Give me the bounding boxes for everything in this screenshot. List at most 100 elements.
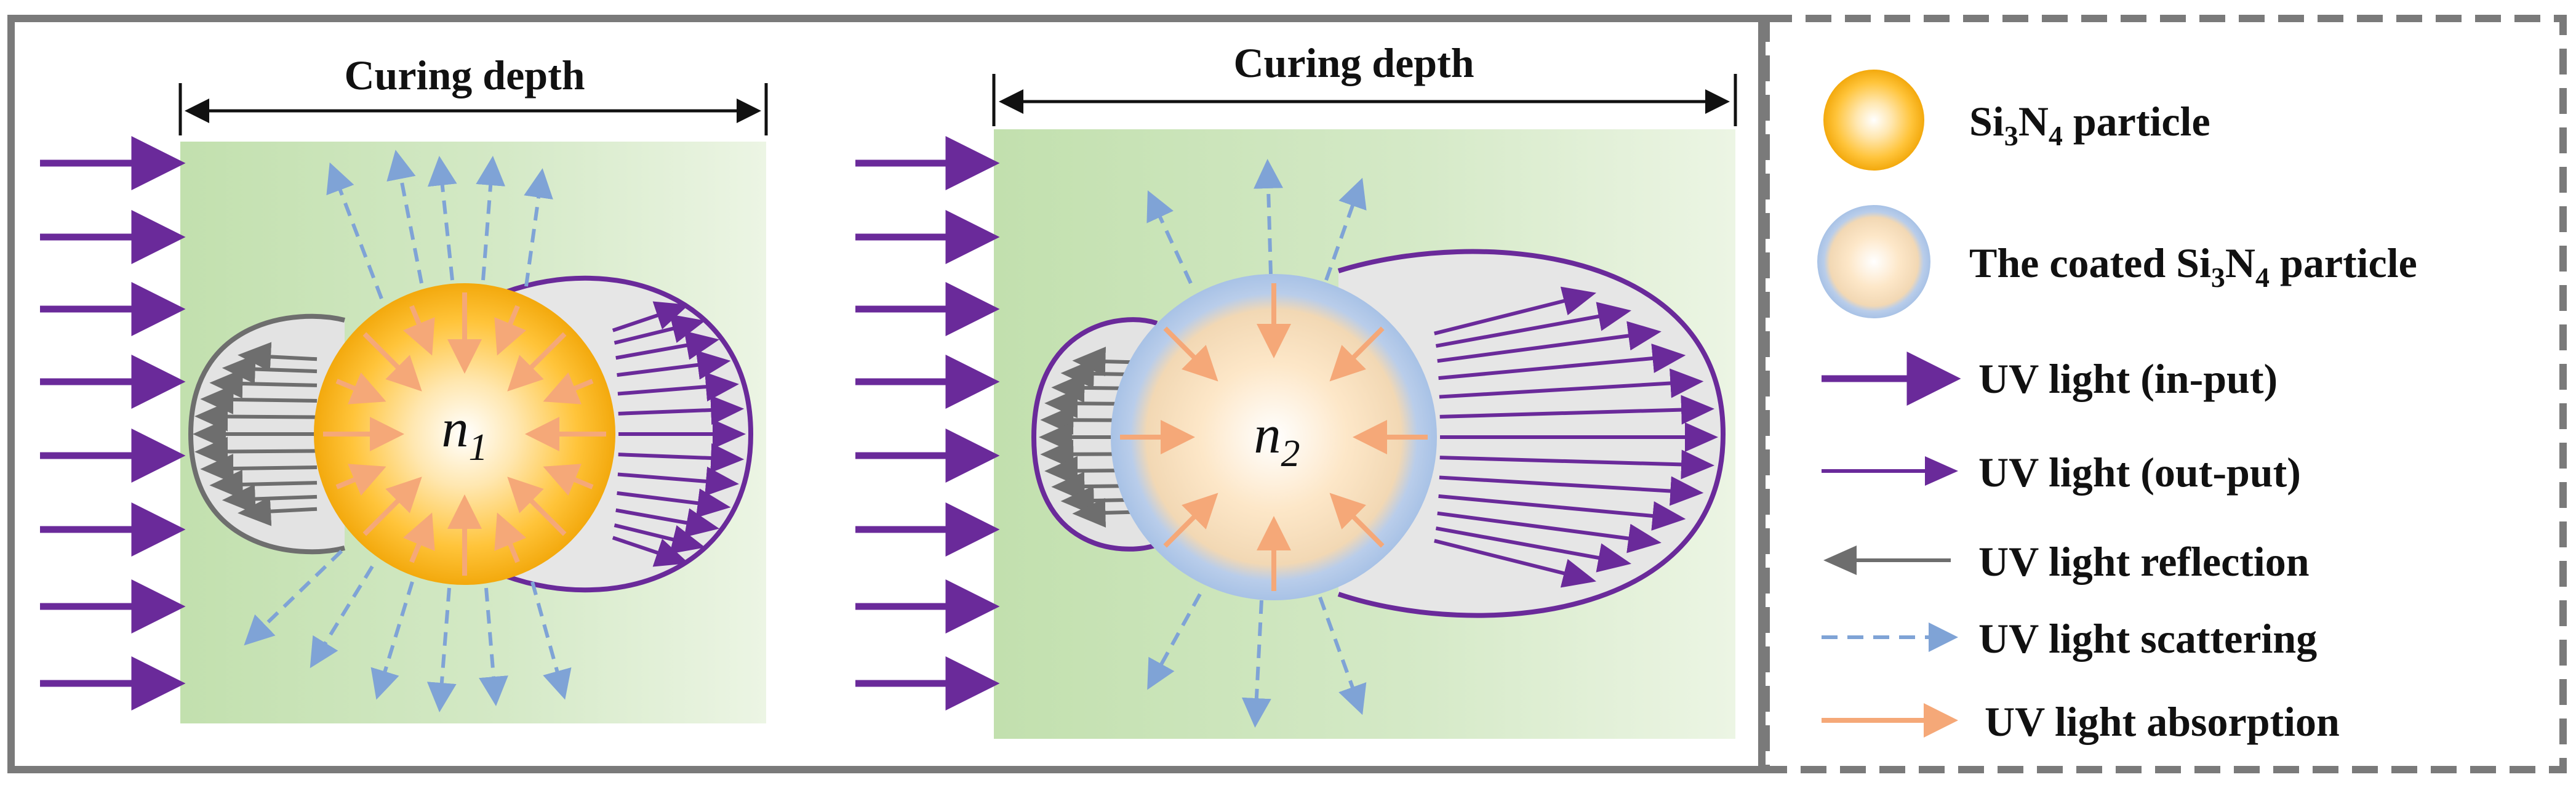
uv-reflection-arrow	[209, 369, 318, 399]
uv-absorption-arrow	[507, 477, 567, 536]
uv-reflection-arrow	[222, 354, 318, 384]
uv-scattering-arrow	[370, 581, 414, 700]
uv-absorption-arrow	[1329, 326, 1385, 382]
legend-item-uv-absorption: UV light absorption	[1822, 698, 2340, 745]
uv-absorption-arrow	[494, 305, 527, 356]
uv-scattering-arrow	[426, 587, 457, 712]
uv-scattering-arrow	[1254, 159, 1284, 275]
legend-coated-particle-label: The coated Si3N4 particle	[1969, 240, 2417, 293]
uv-scattering-arrow	[1324, 177, 1367, 281]
uv-output-arrow	[1439, 368, 1704, 399]
uv-output-arrow	[617, 466, 739, 496]
uv-reflection-arrow	[209, 469, 318, 499]
legend-uv-output-label: UV light (out-put)	[1978, 449, 2301, 496]
uv-output-arrow	[1435, 526, 1631, 573]
right-absorption-arrows	[1120, 283, 1428, 591]
legend-item-uv-output: UV light (out-put)	[1822, 449, 2301, 496]
uv-reflection-arrow	[238, 496, 318, 526]
uv-scattering-arrow	[1146, 190, 1193, 284]
uv-output-arrow	[1435, 302, 1631, 348]
legend: Si3N4 particle The coated Si3N4 particle…	[1817, 70, 2417, 745]
left-panel: Curing depth n1	[40, 52, 768, 723]
right-output-arrows	[1434, 286, 1718, 588]
uv-output-arrow	[1438, 344, 1686, 380]
left-curing-depth-dimension: Curing depth	[178, 52, 768, 135]
legend-item-coated-particle: The coated Si3N4 particle	[1817, 205, 2417, 318]
uv-absorption-arrow	[1163, 493, 1218, 548]
legend-uv-reflection-label: UV light reflection	[1978, 538, 2310, 585]
right-scattering-arrows	[1146, 159, 1367, 728]
diagram-frame	[7, 15, 1766, 773]
legend-uv-input-label: UV light (in-put)	[1978, 355, 2278, 402]
uv-absorption-arrow	[335, 372, 386, 405]
uv-absorption-arrow	[402, 512, 435, 563]
uv-scattering-arrow	[476, 156, 506, 281]
uv-output-arrow	[1437, 321, 1662, 363]
legend-sin-particle-label: Si3N4 particle	[1969, 98, 2210, 151]
uv-absorption-arrow	[1163, 326, 1218, 382]
uv-output-arrow	[617, 350, 731, 380]
uv-scattering-arrow	[1147, 593, 1202, 690]
uv-reflection-arrow	[1072, 347, 1133, 377]
left-reflection-arrows	[193, 342, 318, 526]
uv-output-arrow	[1439, 395, 1715, 425]
left-curing-depth-label: Curing depth	[344, 52, 585, 99]
uv-scattering-arrow	[1318, 596, 1367, 715]
uv-scattering-arrow	[326, 162, 383, 300]
uv-output-arrow	[614, 314, 706, 345]
uv-absorption-arrow	[494, 512, 527, 563]
uv-absorption-arrow	[335, 464, 386, 496]
legend-item-uv-input: UV light (in-put)	[1822, 352, 2278, 406]
uv-absorption-arrow	[362, 332, 422, 392]
uv-output-arrow	[615, 508, 719, 537]
uv-output-arrow	[1437, 511, 1662, 553]
uv-absorption-arrow	[1329, 493, 1385, 548]
uv-reflection-arrow	[238, 342, 318, 372]
uv-output-arrow	[1439, 475, 1704, 506]
legend-sin-particle-swatch	[1823, 70, 1924, 171]
uv-absorption-arrow	[507, 332, 567, 392]
uv-scattering-arrow	[479, 587, 508, 706]
uv-output-arrow	[612, 536, 689, 567]
uv-scattering-arrow	[1241, 600, 1271, 728]
left-output-arrows	[612, 301, 746, 567]
left-input-arrows	[40, 136, 186, 710]
uv-output-arrow	[1438, 494, 1686, 531]
uv-absorption-arrow	[362, 477, 422, 536]
right-refractive-index-label: n2	[1254, 405, 1300, 475]
uv-scattering-arrow	[427, 156, 457, 281]
legend-item-sin-particle: Si3N4 particle	[1823, 70, 2210, 171]
uv-reflection-arrow	[194, 401, 318, 432]
uv-reflection-arrow	[1060, 485, 1133, 515]
uv-output-arrow	[1434, 539, 1596, 588]
legend-item-uv-scattering: UV light scattering	[1822, 615, 2317, 662]
legend-uv-scattering-label: UV light scattering	[1978, 615, 2317, 662]
uv-output-arrow	[615, 331, 719, 360]
uv-scattering-arrow	[530, 581, 572, 700]
legend-frame	[1762, 15, 2567, 773]
right-input-arrows	[855, 136, 1000, 710]
uv-reflection-arrow	[1060, 359, 1133, 389]
uv-reflection-arrow	[200, 454, 318, 484]
right-panel: Curing depth n2	[855, 39, 1737, 739]
uv-output-arrow	[1434, 286, 1596, 336]
uv-absorption-arrow	[543, 372, 594, 405]
uv-reflection-arrow	[1072, 497, 1133, 528]
right-curing-depth-dimension: Curing depth	[992, 39, 1737, 126]
uv-output-arrow	[617, 372, 739, 402]
legend-uv-absorption-label: UV light absorption	[1985, 698, 2340, 745]
uv-scattering-arrow	[524, 168, 553, 287]
uv-reflection-arrow	[200, 384, 318, 414]
uv-output-arrow	[617, 488, 731, 518]
uv-output-arrow	[1439, 449, 1715, 480]
uv-output-arrow	[618, 443, 745, 473]
legend-coated-particle-swatch	[1817, 205, 1930, 318]
left-refractive-index-label: n1	[442, 399, 488, 469]
uv-scattering-arrow	[310, 565, 374, 669]
uv-output-arrow	[618, 395, 745, 425]
left-absorption-arrows	[323, 292, 606, 576]
uv-absorption-arrow	[543, 464, 594, 496]
uv-absorption-arrow	[402, 305, 435, 356]
right-curing-depth-label: Curing depth	[1233, 39, 1474, 86]
